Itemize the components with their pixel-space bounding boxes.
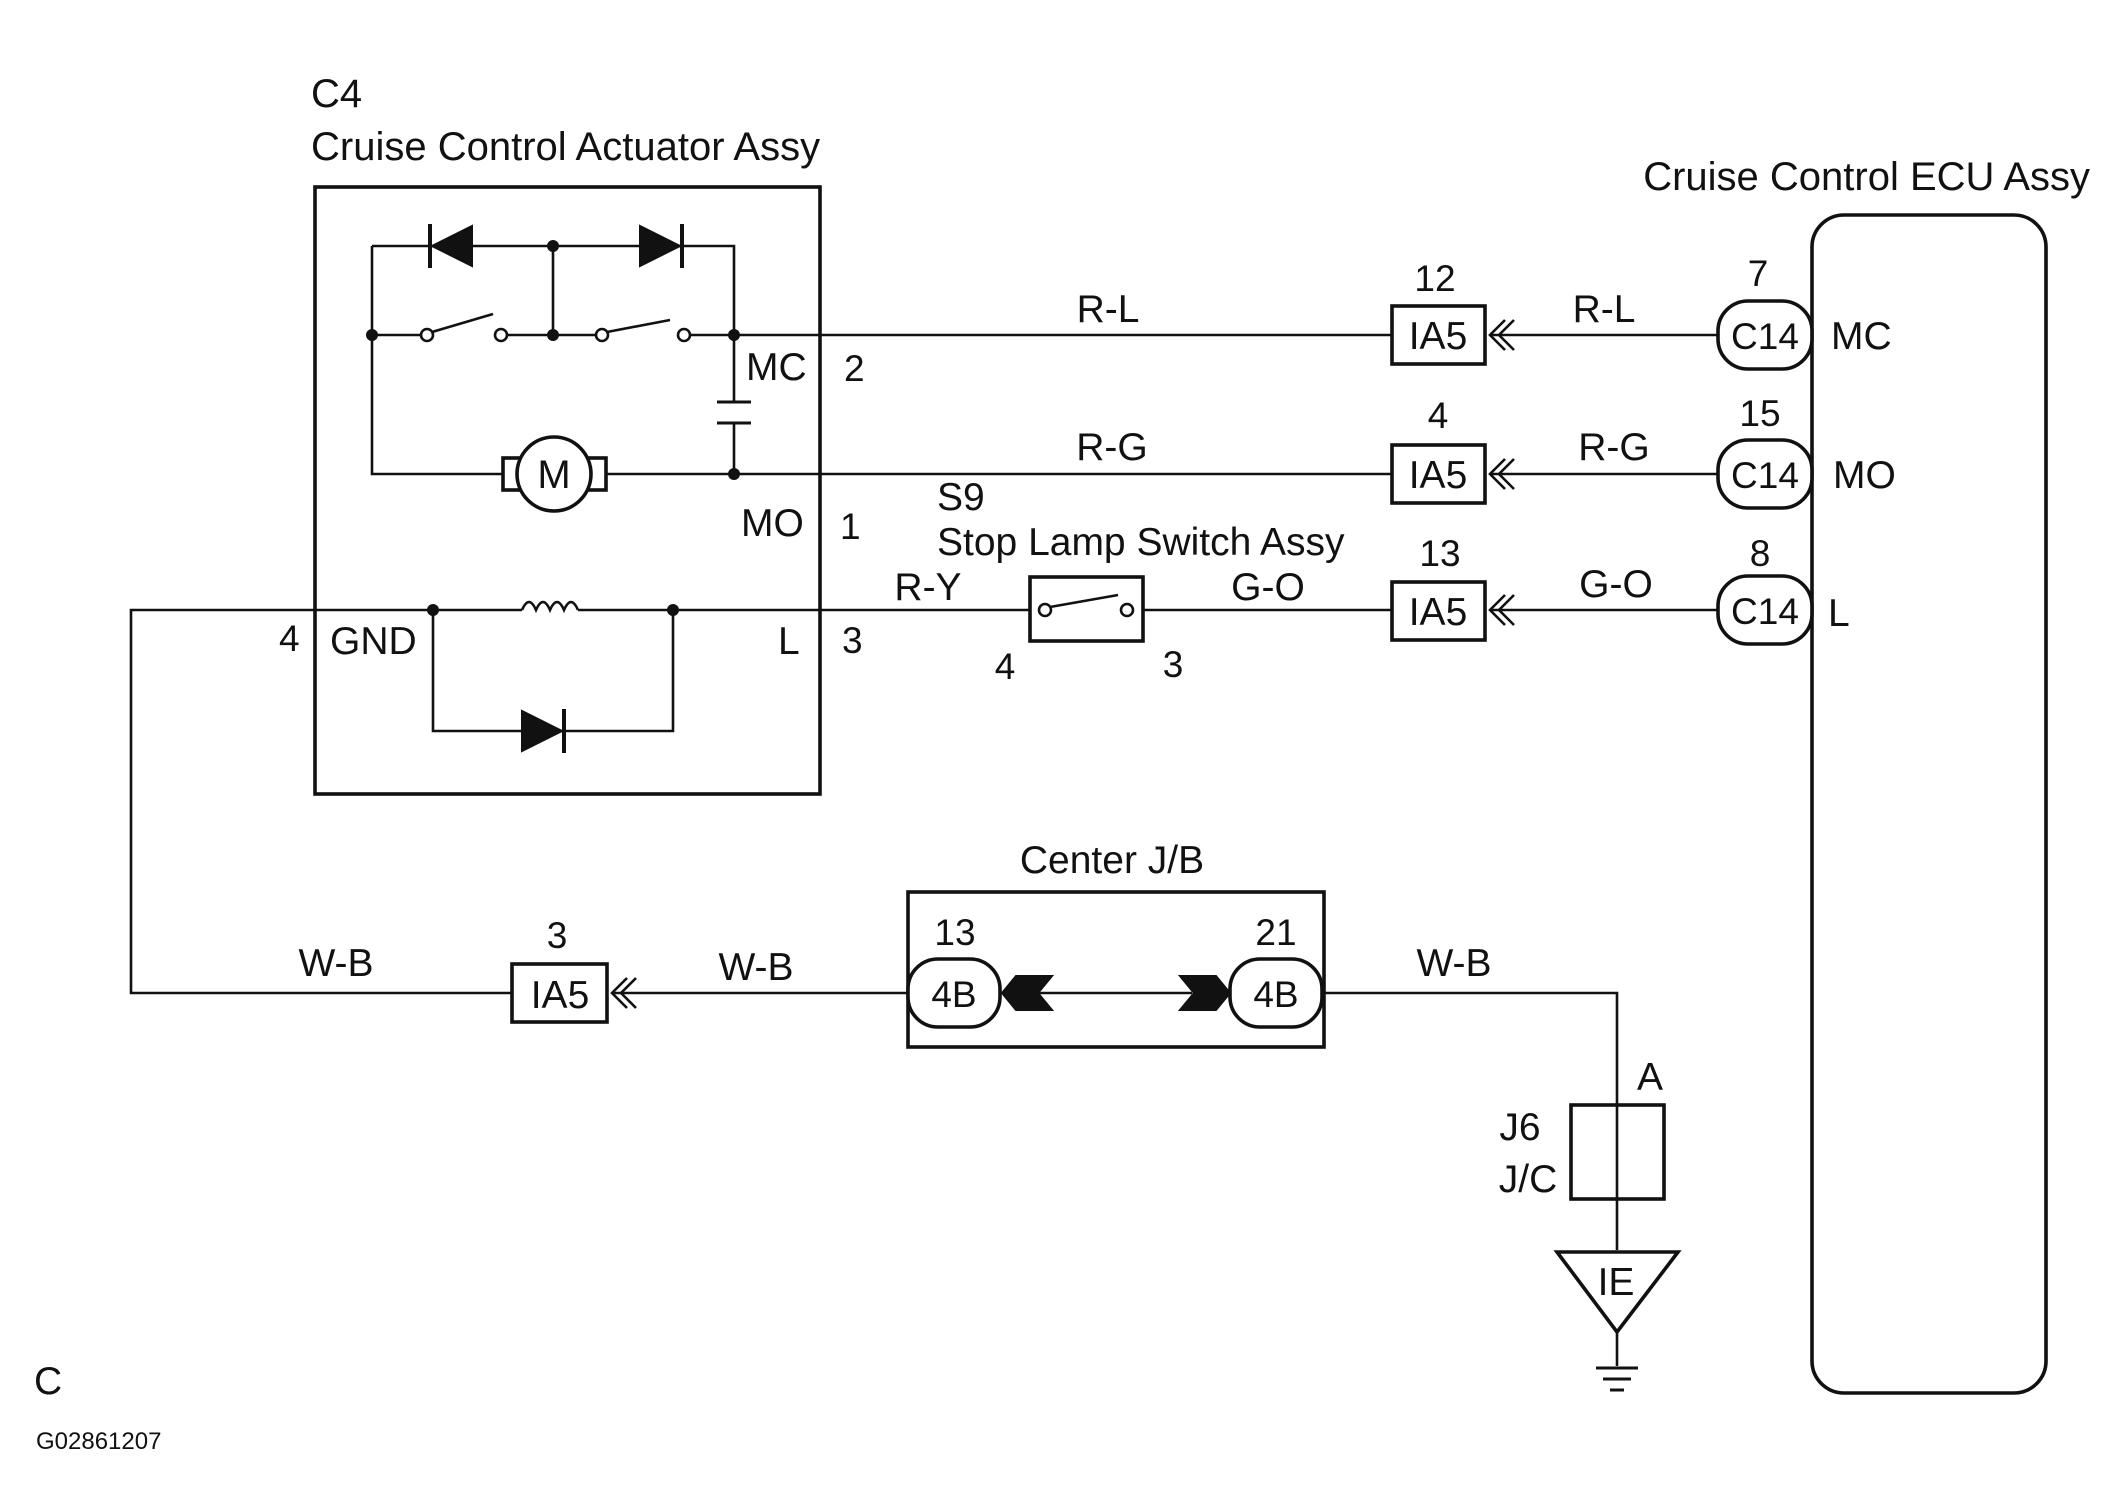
wire-gnd-1 [129, 608, 512, 995]
inline-connector-mo-code: IA5 [1409, 454, 1468, 497]
junction-connector-code: J6 [1499, 1106, 1540, 1149]
inline-connector-gnd-pin: 3 [547, 915, 568, 956]
ground-symbol-icon [1596, 1332, 1638, 1392]
terminal-label-mc: MC [746, 346, 807, 389]
wire-color-l-mid: G-O [1231, 566, 1305, 609]
diode-icon [521, 709, 566, 753]
limit-switch-icon [594, 318, 692, 343]
diode-loop-wire [431, 610, 675, 733]
wire-color-l-right: G-O [1579, 563, 1653, 606]
terminal-pin-l: 3 [842, 620, 863, 661]
junction-dot [547, 329, 559, 341]
ecu-pin-mc: 7 [1748, 253, 1769, 294]
ecu-connector-mo [1716, 438, 1814, 510]
ground-code: IE [1598, 1261, 1635, 1304]
inline-connector-mo [1390, 443, 1487, 505]
inline-connector-mc [1390, 304, 1487, 366]
stop-lamp-switch-pin-in: 4 [995, 646, 1016, 687]
inline-connector-l-code: IA5 [1409, 591, 1468, 634]
jb-pin-right: 21 [1255, 912, 1296, 953]
actuator-name: Cruise Control Actuator Assy [311, 125, 820, 169]
wire-color-mc-left: R-L [1077, 288, 1140, 331]
junction-dot [427, 604, 439, 616]
wire-color-mo-left: R-G [1076, 426, 1148, 469]
terminal-pin-gnd: 4 [279, 618, 300, 659]
terminal-pin-mc: 2 [844, 348, 865, 389]
stop-lamp-switch-icon [1028, 575, 1145, 643]
jb-connector-right [1228, 957, 1324, 1029]
wire-color-gnd-2: W-B [718, 946, 793, 989]
circuit-mc: R-L IA5 12 R-L [734, 258, 1718, 366]
connector-arrow-icon [1177, 975, 1232, 1011]
wire-color-mo-right: R-G [1578, 426, 1650, 469]
wire-color-gnd-1: W-B [298, 942, 373, 985]
actuator-top-loop-wire [372, 244, 736, 335]
actuator-code: C4 [311, 72, 362, 116]
terminal-label-l: L [778, 620, 800, 663]
stop-lamp-switch-name: Stop Lamp Switch Assy [937, 521, 1345, 564]
limit-switch-icon [419, 312, 509, 343]
cruise-control-actuator: C4 Cruise Control Actuator Assy [279, 72, 865, 796]
coil-icon [520, 600, 580, 614]
ecu-pin-mo: 15 [1739, 393, 1780, 434]
jb-connector-left [906, 957, 1002, 1029]
ecu-connector-l [1716, 574, 1814, 646]
junction-block [906, 890, 1326, 1049]
motor-icon: M [501, 435, 608, 513]
junction-connector-pin: A [1637, 1056, 1663, 1099]
jb-connector-left-code: 4B [931, 974, 976, 1015]
terminal-label-gnd: GND [330, 620, 417, 663]
circuit-ground: W-B IA5 3 W-B Center J/B 4B 13 4B 21 W-B… [129, 608, 1682, 1392]
ecu-connector-mc-code: C14 [1731, 316, 1799, 357]
stop-lamp-switch-pin-out: 3 [1163, 644, 1184, 685]
actuator-housing [313, 185, 822, 796]
page-letter: C [34, 1360, 62, 1403]
junction-block-name: Center J/B [1020, 839, 1204, 882]
terminal-label-mo: MO [741, 502, 804, 545]
inline-connector-l-pin: 13 [1419, 533, 1460, 574]
figure-id: G02861207 [36, 1428, 161, 1455]
inline-connector-mc-pin: 12 [1414, 258, 1455, 299]
cruise-control-ecu: Cruise Control ECU Assy C14 7 MC C14 15 … [1643, 155, 2090, 1395]
inline-connector-mo-pin: 4 [1428, 395, 1449, 436]
junction-dot [547, 240, 559, 252]
terminal-pin-mo: 1 [840, 506, 861, 547]
junction-dot [667, 604, 679, 616]
inline-connector-l [1390, 580, 1487, 642]
ground-point-icon: IE [1553, 1250, 1682, 1335]
junction-dot [366, 329, 378, 341]
ecu-connector-mc [1716, 299, 1814, 371]
ecu-pin-l: 8 [1750, 533, 1771, 574]
diode-icon [639, 224, 684, 268]
jb-pin-left: 13 [934, 912, 975, 953]
diode-icon [428, 224, 473, 268]
inline-connector-gnd [510, 962, 609, 1024]
actuator-left-loop-wire [370, 246, 503, 476]
ecu-terminal-mo: MO [1833, 454, 1896, 497]
ecu-connector-mo-code: C14 [1731, 455, 1799, 496]
ecu-name: Cruise Control ECU Assy [1643, 155, 2090, 199]
ecu-connector-l-code: C14 [1731, 591, 1799, 632]
inline-connector-mc-code: IA5 [1409, 315, 1468, 358]
wire-gnd-3 [1324, 991, 1619, 1250]
ecu-terminal-l: L [1828, 592, 1850, 635]
capacitor-icon [717, 335, 751, 474]
circuit-l: R-Y S9 Stop Lamp Switch Assy 4 3 G-O IA5… [820, 476, 1718, 687]
wire-color-l-left: R-Y [894, 566, 961, 609]
stop-lamp-switch-code: S9 [937, 476, 985, 519]
motor-symbol: M [537, 453, 570, 497]
junction-connector-name: J/C [1499, 1158, 1558, 1201]
inline-connector-gnd-code: IA5 [531, 974, 590, 1017]
circuit-mo: R-G IA5 4 R-G [734, 395, 1718, 505]
jb-connector-right-code: 4B [1253, 974, 1298, 1015]
wire-color-mc-right: R-L [1573, 288, 1636, 331]
ecu-terminal-mc: MC [1831, 315, 1892, 358]
junction-connector [1569, 1103, 1666, 1201]
wire-color-gnd-3: W-B [1416, 942, 1491, 985]
ecu-housing [1810, 213, 2048, 1395]
